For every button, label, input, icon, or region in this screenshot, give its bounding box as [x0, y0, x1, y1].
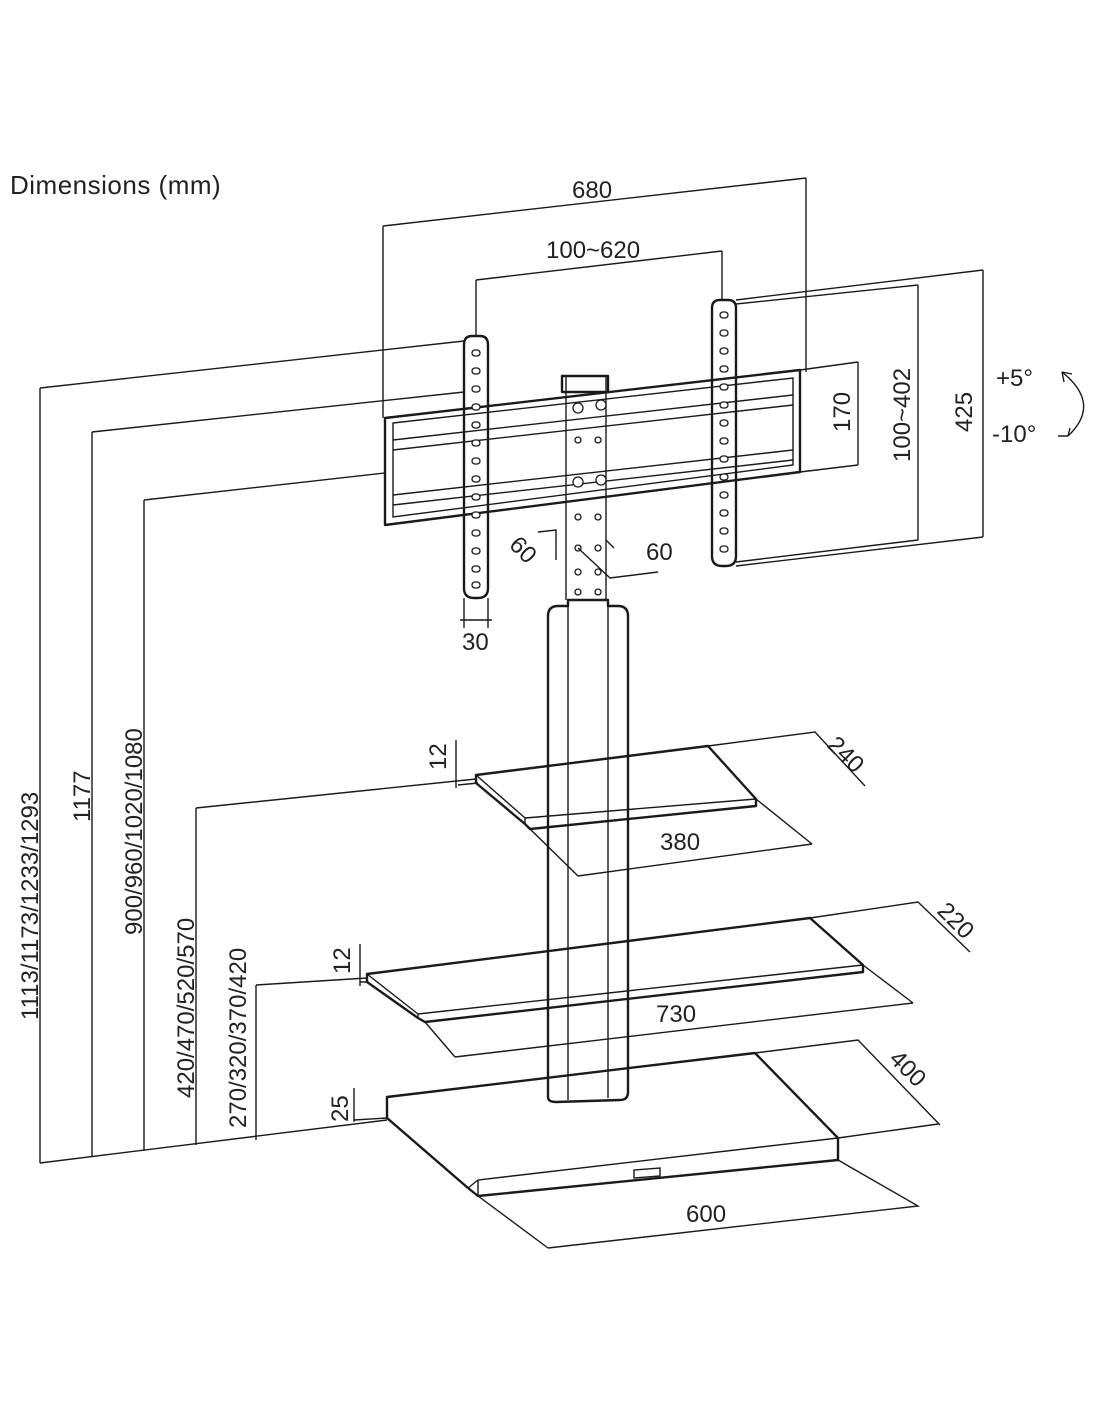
total-height-label: 1113/1173/1233/1293 [17, 792, 44, 1020]
arm-width-label: 30 [462, 629, 489, 656]
plate-height-label: 425 [951, 392, 978, 432]
tilt-up-label: +5° [996, 365, 1033, 392]
lower-shelf-height-label: 270/320/370/420 [225, 948, 252, 1128]
pole-height-label: 1177 [69, 770, 96, 822]
bracket-height-label: 170 [829, 392, 856, 432]
overall-width-label: 680 [572, 177, 612, 204]
left-vesa-arm [462, 334, 490, 600]
dimension-lines [39, 177, 1085, 1249]
base-depth-label: 400 [884, 1045, 931, 1092]
lower-shelf [365, 916, 865, 1024]
mount-height-label: 900/960/1020/1080 [121, 728, 148, 935]
lower-shelf-width-label: 730 [656, 1001, 696, 1028]
upper-shelf [474, 744, 758, 831]
diagram-title: Dimensions (mm) [10, 170, 222, 200]
upper-shelf-height-label: 420/470/520/570 [173, 918, 200, 1098]
lower-shelf-depth-label: 220 [932, 897, 979, 944]
swivel-right-label: 60 [646, 539, 673, 566]
right-vesa-arm [710, 298, 738, 568]
base-thickness-label: 25 [327, 1095, 354, 1122]
base-plate [385, 1051, 840, 1198]
lower-shelf-thickness-label: 12 [329, 947, 356, 974]
upper-shelf-width-label: 380 [660, 829, 700, 856]
vesa-height-label: 100~402 [889, 368, 916, 462]
tilt-down-label: -10° [992, 421, 1036, 448]
upper-shelf-thickness-label: 12 [425, 743, 452, 770]
pole [546, 374, 630, 1104]
vesa-width-label: 100~620 [546, 237, 640, 264]
swivel-left-label: 60 [504, 531, 542, 569]
base-width-label: 600 [686, 1201, 726, 1228]
upper-shelf-depth-label: 240 [822, 731, 869, 778]
